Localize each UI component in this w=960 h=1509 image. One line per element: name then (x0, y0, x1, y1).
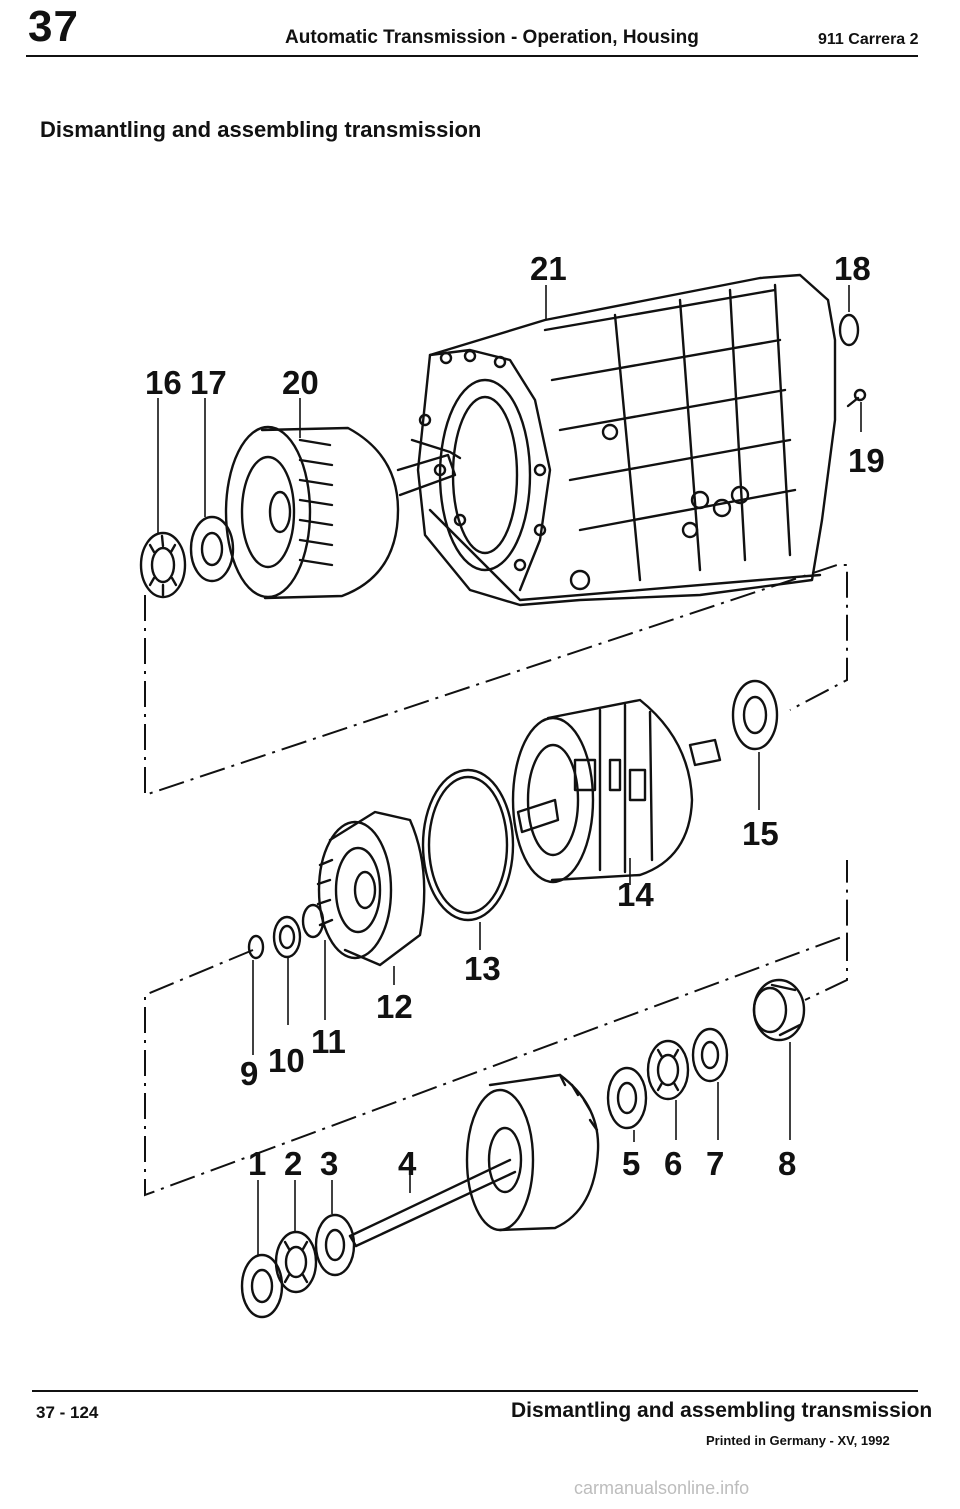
part-6-needle-bearing (646, 1039, 690, 1101)
label-3: 3 (320, 1145, 338, 1182)
part-15-thrust-washer (731, 679, 779, 751)
label-4: 4 (398, 1145, 417, 1182)
section-title: Dismantling and assembling transmission (40, 117, 482, 142)
part-11-o-ring (301, 903, 325, 939)
part-3-thrust-washer (314, 1213, 356, 1277)
leader-lines (157, 285, 862, 1255)
label-19: 19 (848, 442, 885, 479)
label-6: 6 (664, 1145, 682, 1182)
label-16: 16 (145, 364, 182, 401)
part-7-thrust-washer (691, 1027, 729, 1083)
part-20-clutch-drum (224, 425, 457, 600)
header-rule (26, 55, 918, 57)
label-7: 7 (706, 1145, 724, 1182)
part-10-thrust-washer (272, 915, 302, 959)
label-1: 1 (248, 1145, 266, 1182)
watermark: carmanualsonline.info (574, 1478, 750, 1498)
part-16-needle-bearing (139, 531, 187, 599)
label-14: 14 (617, 876, 654, 913)
label-12: 12 (376, 988, 413, 1025)
page-number: 37 - 124 (36, 1403, 99, 1422)
label-15: 15 (742, 815, 779, 852)
label-9: 9 (240, 1055, 258, 1092)
footer-title: Dismantling and assembling transmission (511, 1399, 933, 1422)
part-12-clutch-assembly (316, 810, 426, 967)
label-5: 5 (622, 1145, 640, 1182)
label-13: 13 (464, 950, 501, 987)
label-8: 8 (778, 1145, 796, 1182)
part-1-thrust-washer (240, 1253, 284, 1319)
printed-note: Printed in Germany - XV, 1992 (706, 1433, 890, 1448)
label-21: 21 (530, 250, 567, 287)
label-20: 20 (282, 364, 319, 401)
part-13-snap-ring (421, 768, 515, 922)
part-9-o-ring (247, 934, 265, 960)
part-4-input-shaft (348, 1073, 600, 1248)
header-title: Automatic Transmission - Operation, Hous… (285, 27, 699, 48)
chapter-number: 37 (28, 2, 79, 51)
label-17: 17 (190, 364, 227, 401)
label-10: 10 (268, 1042, 305, 1079)
label-11: 11 (311, 1023, 346, 1060)
assembly-guide-lines (144, 564, 848, 1197)
part-8-sprag-gear (752, 978, 806, 1042)
part-5-thrust-washer (606, 1066, 648, 1130)
transmission-housing (410, 273, 837, 607)
part-19-screw (846, 388, 867, 408)
part-14-planetary-gear-set (511, 698, 722, 884)
label-2: 2 (284, 1145, 302, 1182)
header-model: 911 Carrera 2 (818, 31, 919, 48)
footer-rule (32, 1390, 918, 1392)
part-number-labels: 21 18 16 17 20 19 15 14 13 12 11 10 9 1 … (145, 250, 885, 1182)
part-17-thrust-washer (189, 515, 235, 583)
part-18-o-ring (838, 313, 860, 347)
label-18: 18 (834, 250, 871, 287)
